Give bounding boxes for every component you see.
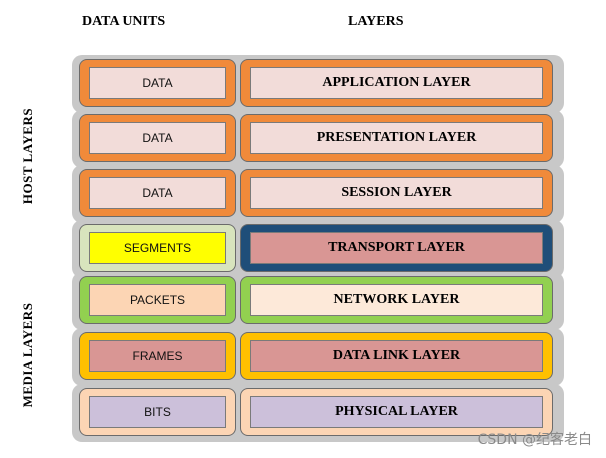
data-unit-box: PACKETS xyxy=(79,276,236,324)
data-units-header: DATA UNITS xyxy=(82,14,166,29)
layer-box: PRESENTATION LAYER xyxy=(240,114,553,162)
data-unit-label: DATA xyxy=(89,67,226,99)
data-unit-box: BITS xyxy=(79,388,236,436)
layer-box: DATA LINK LAYER xyxy=(240,332,553,380)
media-layers-label: MEDIA LAYERS xyxy=(20,302,35,408)
layer-name: SESSION LAYER xyxy=(250,177,543,209)
data-unit-box: DATA xyxy=(79,59,236,107)
layer-name: PRESENTATION LAYER xyxy=(250,122,543,154)
layer-box: PHYSICAL LAYER xyxy=(240,388,553,436)
data-unit-label: BITS xyxy=(89,396,226,428)
data-unit-box: SEGMENTS xyxy=(79,224,236,272)
data-unit-label: DATA xyxy=(89,177,226,209)
layer-name: APPLICATION LAYER xyxy=(250,67,543,99)
data-unit-box: DATA xyxy=(79,114,236,162)
data-unit-label: FRAMES xyxy=(89,340,226,372)
data-unit-label: SEGMENTS xyxy=(89,232,226,264)
layers-header: LAYERS xyxy=(348,14,404,29)
layer-name: DATA LINK LAYER xyxy=(250,340,543,372)
watermark: CSDN @纪客老白 xyxy=(477,432,592,448)
layer-name: NETWORK LAYER xyxy=(250,284,543,316)
host-layers-label: HOST LAYERS xyxy=(20,107,35,205)
layer-box: APPLICATION LAYER xyxy=(240,59,553,107)
data-unit-label: DATA xyxy=(89,122,226,154)
layer-box: TRANSPORT LAYER xyxy=(240,224,553,272)
layer-box: NETWORK LAYER xyxy=(240,276,553,324)
data-unit-label: PACKETS xyxy=(89,284,226,316)
data-unit-box: DATA xyxy=(79,169,236,217)
data-unit-box: FRAMES xyxy=(79,332,236,380)
layer-name: PHYSICAL LAYER xyxy=(250,396,543,428)
layer-box: SESSION LAYER xyxy=(240,169,553,217)
layer-name: TRANSPORT LAYER xyxy=(250,232,543,264)
